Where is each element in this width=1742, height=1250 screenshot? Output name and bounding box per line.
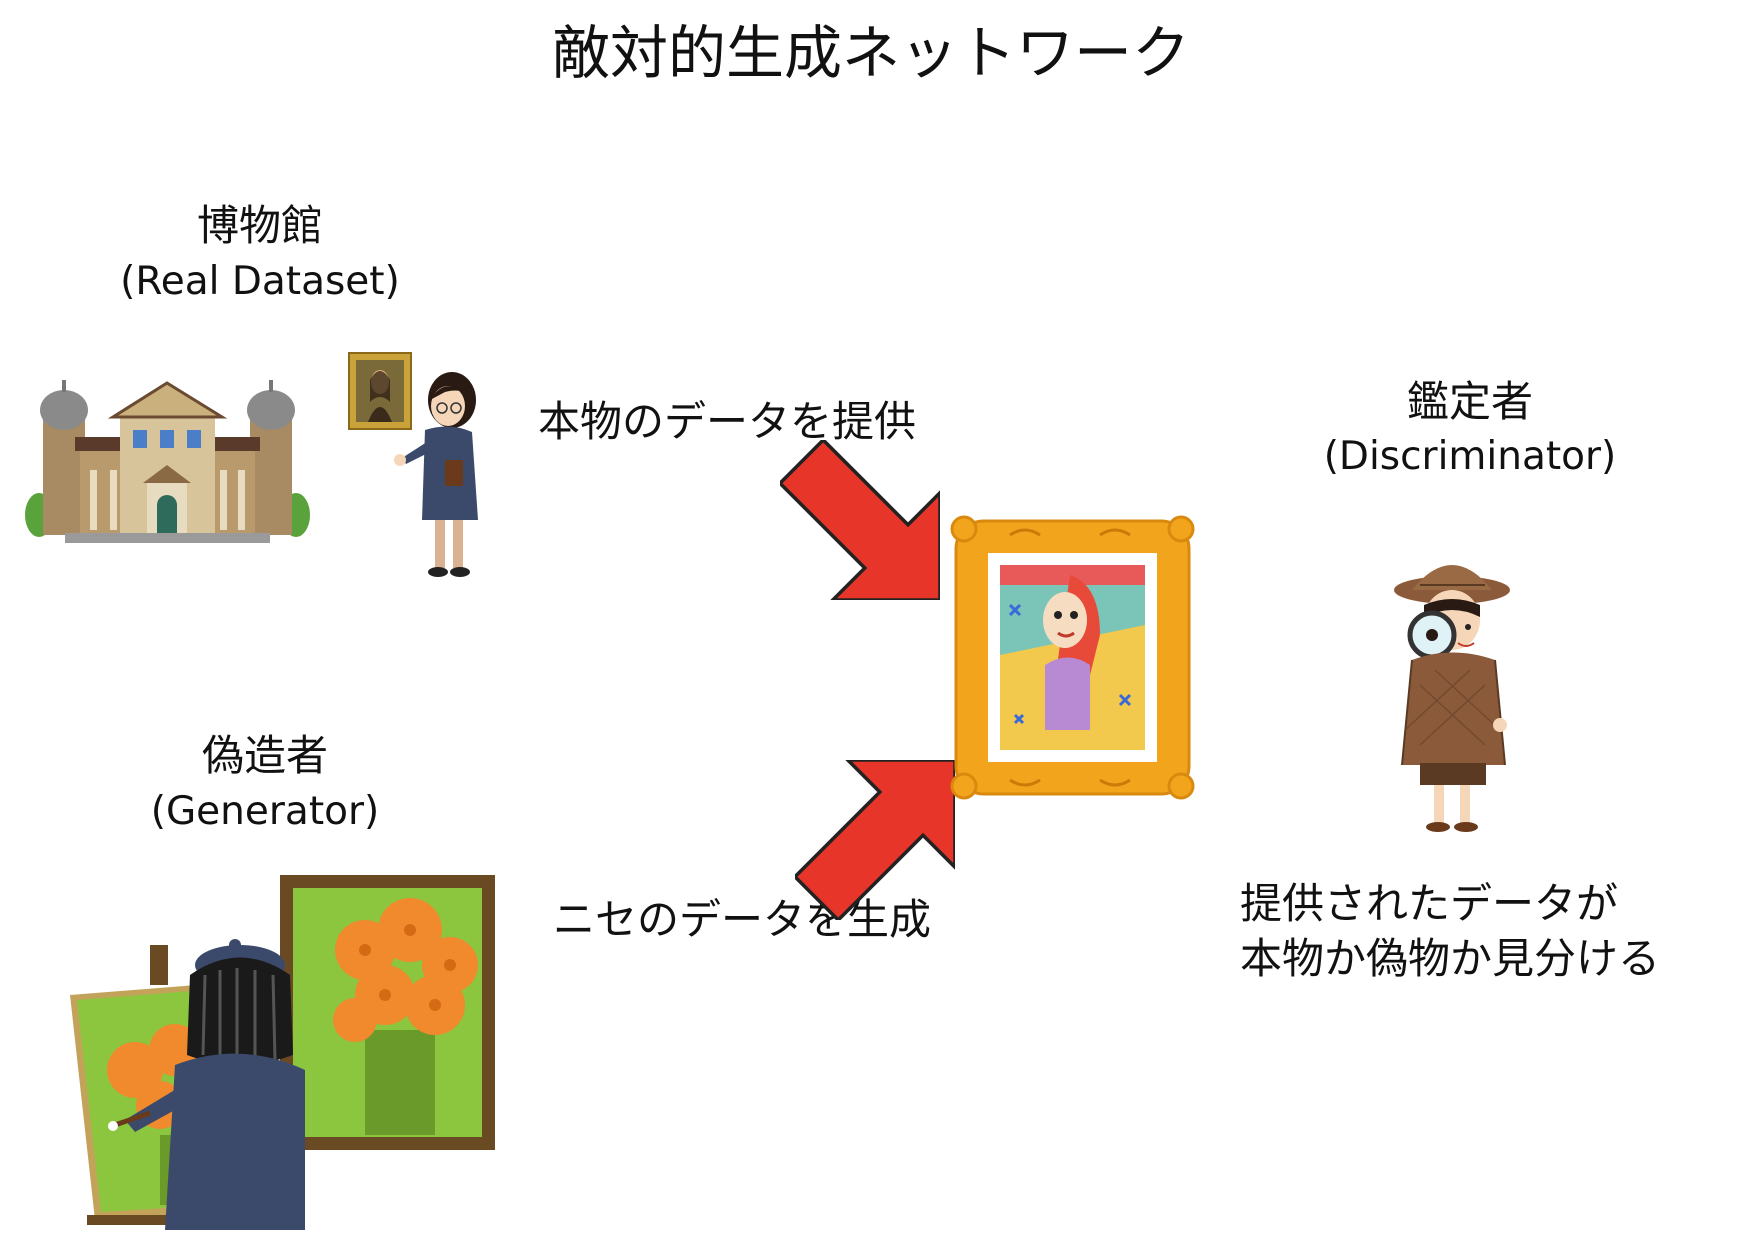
arrow-up-right-icon [795,760,955,920]
framed-portrait-icon [348,352,412,430]
appraiser-role-label: (Discriminator) [1323,434,1617,479]
artwork-frame-icon [950,515,1195,800]
appraiser-label: 鑑定者 [1406,377,1533,426]
provide-real-data-label: 本物のデータを提供 [538,397,917,446]
arrow-down-right-icon [780,440,940,600]
museum-role-label: (Real Dataset) [120,259,400,304]
forger-painting-icon [70,875,495,1230]
forger-role-label: (Generator) [150,789,380,834]
museum-building-icon [25,380,310,543]
generate-fake-data-label: ニセのデータを生成 [553,895,932,944]
museum-label: 博物館 [196,201,323,250]
museum-guide-icon [394,372,478,577]
appraiser-caption-line-2: 本物か偽物か見分ける [1240,934,1661,983]
detective-icon [1394,565,1510,832]
appraiser-caption-line-1: 提供されたデータが [1240,879,1619,928]
page-title: 敵対的生成ネットワーク [551,19,1190,87]
forger-label: 偽造者 [201,731,328,780]
